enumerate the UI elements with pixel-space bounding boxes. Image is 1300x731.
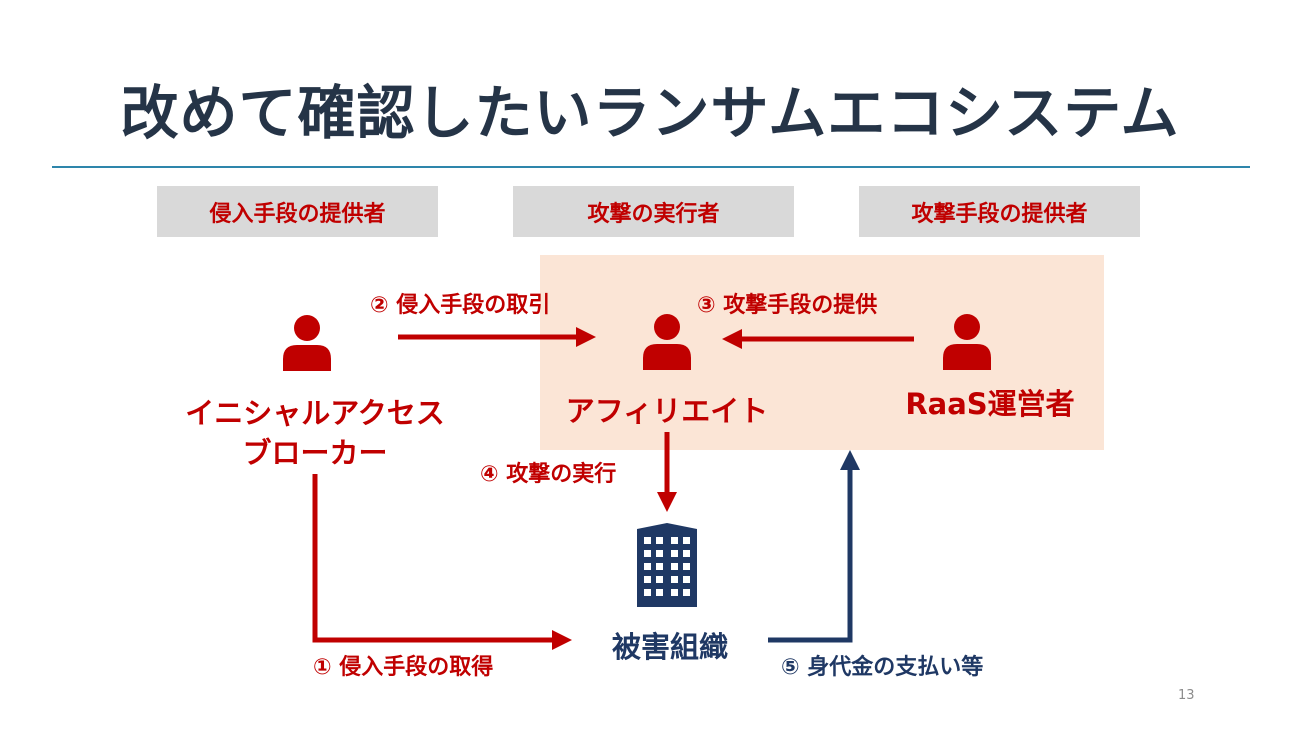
step-label-1: ① 侵入手段の取得 [313, 655, 494, 680]
role-box-initial-access: 侵入手段の提供者 [157, 186, 438, 237]
arrow-step-3 [722, 329, 914, 349]
slide-title: 改めて確認したいランサムエコシステム [120, 79, 1180, 147]
role-box-executor: 攻撃の実行者 [513, 186, 794, 237]
arrow-step-2 [398, 327, 596, 347]
person-icon [643, 314, 691, 370]
step-label-5: ⑤ 身代金の支払い等 [781, 655, 984, 680]
step-label-2: ② 侵入手段の取引 [370, 293, 551, 318]
person-icon [943, 314, 991, 370]
actor-raas-operator: RaaS運営者 [905, 387, 1075, 421]
arrow-step-5 [768, 450, 860, 643]
actor-initial-access-broker: イニシャルアクセス ブローカー [160, 393, 470, 473]
step-label-4: ④ 攻撃の実行 [480, 462, 617, 487]
actor-affiliate: アフィリエイト [565, 394, 769, 428]
arrow-step-1 [312, 474, 572, 650]
actor-label-line-2: ブローカー [242, 436, 388, 470]
actor-victim-organization: 被害組織 [611, 630, 728, 664]
title-divider [52, 166, 1250, 168]
office-building-icon [637, 523, 697, 607]
role-box-tool-provider: 攻撃手段の提供者 [859, 186, 1140, 237]
page-number: 13 [1178, 688, 1195, 703]
ecosystem-highlight-area [540, 255, 1104, 450]
person-icon [283, 315, 331, 371]
arrow-step-4 [657, 432, 677, 512]
step-label-3: ③ 攻撃手段の提供 [697, 293, 878, 318]
actor-label-line-1: イニシャルアクセス [185, 396, 445, 430]
